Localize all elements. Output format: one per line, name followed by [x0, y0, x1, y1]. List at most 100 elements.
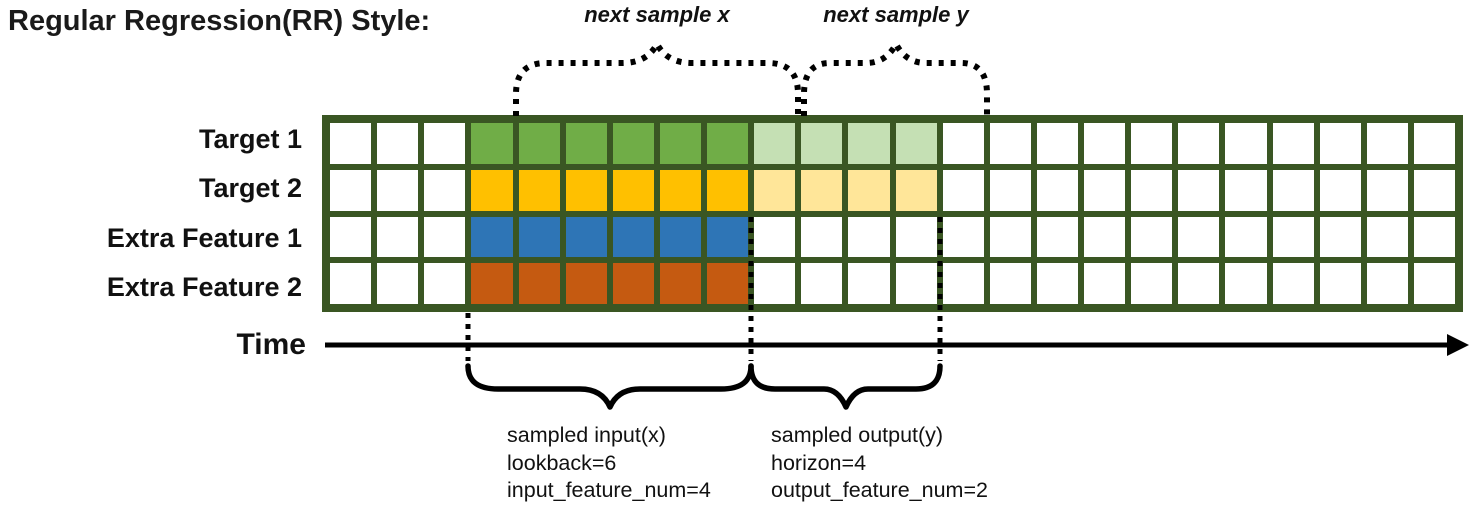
time-axis-arrow — [325, 334, 1469, 356]
sampled-output-caption: sampled output(y) horizon=4 output_featu… — [771, 422, 988, 505]
grid-cell-input — [565, 169, 607, 211]
sampled-input-brace — [465, 363, 754, 410]
grid-cell-empty — [895, 263, 937, 304]
grid-cell-empty — [1084, 263, 1126, 304]
grid-cell-empty — [330, 216, 372, 258]
grid-cell-empty — [1272, 123, 1314, 164]
grid-cell-empty — [1225, 169, 1267, 211]
output-feature-num-value: output_feature_num=2 — [771, 478, 988, 502]
grid-cell-empty — [895, 216, 937, 258]
grid-cell-empty — [1413, 123, 1455, 164]
grid-cell-empty — [1178, 263, 1220, 304]
grid-cell-empty — [1131, 169, 1173, 211]
grid-cell-input — [659, 123, 701, 164]
grid-cell-empty — [1272, 169, 1314, 211]
grid-cell-empty — [989, 169, 1031, 211]
grid-cell-output — [801, 169, 843, 211]
grid-cell-input — [707, 216, 749, 258]
row-label: Target 1 — [198, 124, 302, 154]
grid-cell-empty — [989, 263, 1031, 304]
grid-cell-empty — [424, 216, 466, 258]
grid-cell-empty — [1178, 216, 1220, 258]
grid-cell-empty — [1319, 169, 1361, 211]
sampled-input-title: sampled input(x) — [507, 423, 666, 447]
grid-cell-empty — [1036, 169, 1078, 211]
grid-cell-empty — [1084, 123, 1126, 164]
grid-cell-empty — [1319, 123, 1361, 164]
grid-cell-empty — [330, 123, 372, 164]
grid-cell-input — [471, 263, 513, 304]
grid-cell-empty — [1131, 123, 1173, 164]
grid-cell-empty — [1272, 216, 1314, 258]
grid-cell-input — [707, 263, 749, 304]
grid-cell-input — [518, 263, 560, 304]
grid-cell-input — [471, 123, 513, 164]
grid-cell-empty — [1413, 169, 1455, 211]
grid-cell-empty — [1366, 263, 1408, 304]
grid-cell-input — [612, 263, 654, 304]
row-label: Extra Feature 2 — [106, 271, 302, 302]
grid-cell-empty — [1225, 263, 1267, 304]
grid-cell-empty — [942, 216, 984, 258]
grid-cell-empty — [1178, 169, 1220, 211]
grid-cell-empty — [801, 263, 843, 304]
grid-cell-empty — [942, 263, 984, 304]
grid-cell-empty — [1413, 216, 1455, 258]
grid-cell-input — [659, 216, 701, 258]
grid-cell-output — [848, 123, 890, 164]
grid-cell-empty — [377, 263, 419, 304]
grid-cell-empty — [377, 123, 419, 164]
grid-cell-empty — [1036, 216, 1078, 258]
grid-cell-input — [565, 123, 607, 164]
grid-cell-input — [518, 169, 560, 211]
grid-cell-empty — [330, 169, 372, 211]
sampled-output-brace — [748, 363, 943, 410]
grid-cell-empty — [330, 263, 372, 304]
next-sample-y-label: next sample y — [823, 2, 969, 27]
next-sample-x-label: next sample x — [584, 2, 730, 27]
grid-cell-input — [565, 263, 607, 304]
grid-cell-empty — [989, 216, 1031, 258]
horizon-value: horizon=4 — [771, 450, 867, 475]
grid-cell-empty — [848, 263, 890, 304]
grid-cell-output — [801, 123, 843, 164]
grid-cell-empty — [1366, 123, 1408, 164]
diagram-title: Regular Regression(RR) Style: — [8, 5, 431, 37]
grid-cell-empty — [377, 169, 419, 211]
grid-cell-input — [471, 169, 513, 211]
grid-cell-input — [612, 216, 654, 258]
grid-cell-empty — [754, 263, 796, 304]
grid-cell-empty — [1036, 123, 1078, 164]
grid-cell-output — [754, 123, 796, 164]
next-sample-x-brace — [513, 37, 801, 116]
grid-cell-empty — [377, 216, 419, 258]
row-label: Extra Feature 1 — [106, 222, 302, 253]
grid-cell-output — [895, 169, 937, 211]
grid-cell-empty — [1084, 216, 1126, 258]
grid-cell-input — [565, 216, 607, 258]
grid-cell-empty — [989, 123, 1031, 164]
grid-cell-output — [754, 169, 796, 211]
grid-cell-input — [659, 263, 701, 304]
lookback-value: lookback=6 — [507, 450, 617, 475]
grid-cell-empty — [1319, 216, 1361, 258]
grid-cell-input — [659, 169, 701, 211]
next-sample-y-brace — [801, 37, 990, 116]
grid-cell-input — [471, 216, 513, 258]
sample-grid — [322, 115, 1463, 312]
grid-cell-empty — [424, 169, 466, 211]
grid-cell-input — [707, 169, 749, 211]
time-axis-label: Time — [236, 328, 306, 361]
grid-cell-empty — [1413, 263, 1455, 304]
grid-cell-empty — [1366, 216, 1408, 258]
grid-cell-empty — [424, 123, 466, 164]
grid-cell-input — [707, 123, 749, 164]
grid-cell-empty — [1131, 263, 1173, 304]
grid-cell-empty — [1225, 216, 1267, 258]
sampled-output-title: sampled output(y) — [771, 423, 944, 447]
grid-cell-empty — [1178, 123, 1220, 164]
grid-cell-empty — [801, 216, 843, 258]
grid-cell-empty — [1131, 216, 1173, 258]
